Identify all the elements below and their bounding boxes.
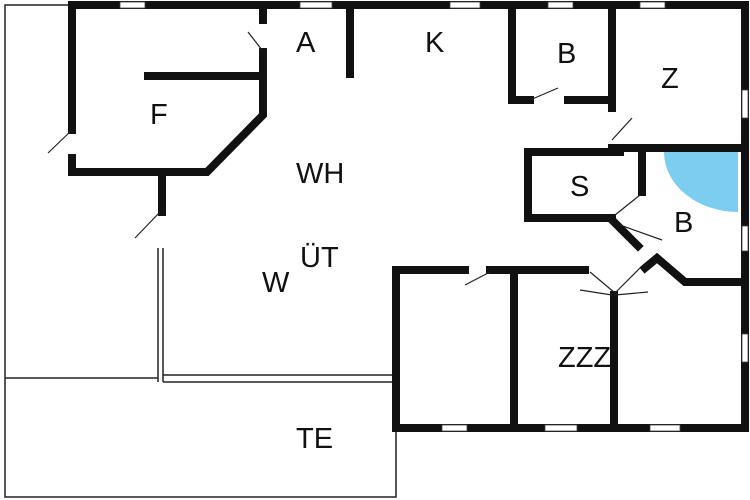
room-label-a: A: [296, 27, 316, 59]
room-label-ut: ÜT: [300, 242, 339, 274]
room-label-b-top: B: [557, 38, 576, 70]
room-label-s: S: [570, 171, 589, 203]
terrace-outline: [4, 4, 397, 498]
room-label-zzz: ZZZ: [558, 342, 611, 374]
room-label-f: F: [150, 99, 168, 131]
windows: [119, 1, 749, 432]
room-label-w: W: [262, 267, 290, 299]
room-label-te: TE: [296, 423, 333, 455]
room-label-b-right: B: [674, 207, 693, 239]
walls: [68, 1, 749, 432]
room-label-z: Z: [661, 63, 679, 95]
shower-fixture: [664, 152, 738, 212]
room-labels: A K B Z F WH S B ÜT W ZZZ TE: [150, 27, 693, 455]
room-label-wh: WH: [296, 158, 344, 190]
door-swings: [47, 31, 663, 296]
room-label-k: K: [425, 27, 445, 59]
